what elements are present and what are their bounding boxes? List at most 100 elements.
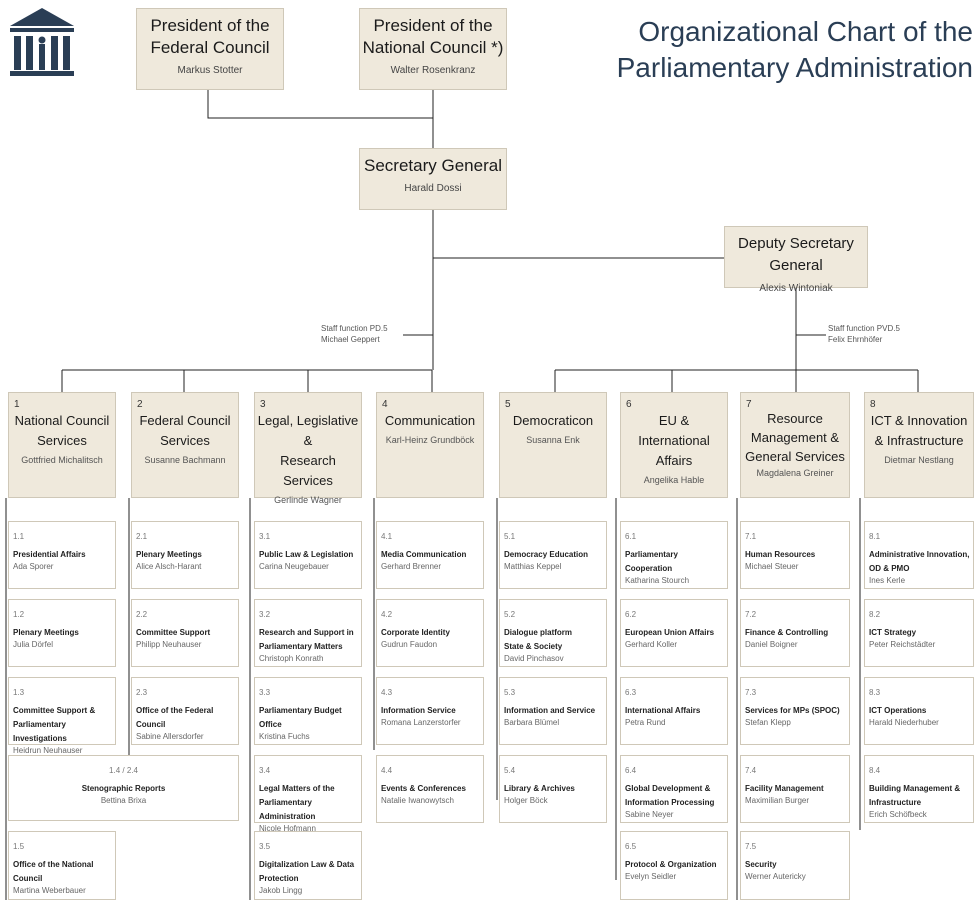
box-person: Markus Stotter [177, 65, 243, 76]
department-box: 7 Resource Management & General Services… [740, 392, 850, 498]
unit-title: Administrative Innovation, OD & PMO [869, 550, 970, 573]
unit-title: Parliamentary Budget Office [259, 706, 342, 729]
unit-head: Christoph Konrath [259, 654, 324, 663]
unit-box: 6.5 Protocol & Organization Evelyn Seidl… [620, 831, 728, 900]
unit-head: Sabine Neyer [625, 810, 674, 819]
department-number: 2 [137, 399, 143, 410]
department-head: Gottfried Michalitsch [21, 455, 103, 465]
unit-number: 6.5 [625, 842, 637, 851]
unit-box: 5.3 Information and Service Barbara Blüm… [499, 677, 607, 745]
unit-head: Stefan Klepp [745, 718, 791, 727]
box-person: Harald Dossi [404, 183, 462, 194]
unit-title: Research and Support in Parliamentary Ma… [259, 628, 354, 651]
department-title: Federal Council Services [139, 413, 231, 448]
unit-number: 4.4 [381, 766, 393, 775]
department-head: Karl-Heinz Grundböck [385, 435, 475, 445]
unit-number: 8.3 [869, 688, 881, 697]
unit-number: 1.1 [13, 532, 25, 541]
unit-number: 4.1 [381, 532, 393, 541]
unit-head: Michael Steuer [745, 562, 799, 571]
unit-head: Gerhard Brenner [381, 562, 442, 571]
unit-title: Digitalization Law & Data Protection [259, 860, 355, 883]
unit-title: Committee Support & Parliamentary Invest… [13, 706, 96, 743]
unit-box: 6.1 Parliamentary Cooperation Katharina … [620, 521, 728, 589]
unit-title: European Union Affairs [625, 628, 715, 637]
unit-box: 3.4 Legal Matters of the Parliamentary A… [254, 755, 362, 833]
unit-number: 6.1 [625, 532, 637, 541]
department-head: Gerlinde Wagner [274, 495, 342, 505]
box-title: President of the National Council *) [362, 16, 504, 57]
unit-box: 6.4 Global Development & Information Pro… [620, 755, 728, 823]
box-person: Alexis Wintoniak [759, 283, 833, 294]
unit-title: Dialogue platform State & Society [504, 628, 573, 651]
department-head: Magdalena Greiner [756, 468, 834, 478]
unit-box: 2.1 Plenary Meetings Alice Alsch-Harant [131, 521, 239, 589]
unit-title: Stenographic Reports [81, 784, 166, 793]
unit-title: International Affairs [625, 706, 701, 715]
unit-box: 3.3 Parliamentary Budget Office Kristina… [254, 677, 362, 745]
box-title: Secretary General [364, 156, 502, 175]
staff-function-pd5: Staff function PD.5 Michael Geppert [319, 322, 390, 346]
unit-number: 5.1 [504, 532, 516, 541]
unit-box: 7.3 Services for MPs (SPOC) Stefan Klepp [740, 677, 850, 745]
unit-number: 2.1 [136, 532, 148, 541]
unit-head: Gudrun Faudon [381, 640, 438, 649]
unit-head: Philipp Neuhauser [136, 640, 202, 649]
president-federal-council-box: President of the Federal Council Markus … [136, 8, 284, 90]
unit-head: Julia Dörfel [13, 640, 54, 649]
department-box: 1 National Council Services Gottfried Mi… [8, 392, 116, 498]
department-number: 4 [382, 399, 388, 410]
unit-number: 6.4 [625, 766, 637, 775]
unit-title: Facility Management [745, 784, 824, 793]
unit-head: Holger Böck [504, 796, 548, 805]
unit-number: 8.4 [869, 766, 881, 775]
unit-number: 5.4 [504, 766, 516, 775]
unit-head: Katharina Stourch [625, 576, 690, 585]
unit-title: Library & Archives [504, 784, 575, 793]
unit-box: 5.1 Democracy Education Matthias Keppel [499, 521, 607, 589]
unit-head: Carina Neugebauer [259, 562, 329, 571]
department-box: 4 Communication Karl-Heinz Grundböck [376, 392, 484, 498]
department-box: 3 Legal, Legislative & Research Services… [254, 392, 362, 505]
unit-title: Events & Conferences [381, 784, 466, 793]
unit-box: 3.2 Research and Support in Parliamentar… [254, 599, 362, 667]
chart-title-line1: Organizational Chart of the [638, 16, 973, 47]
department-box: 2 Federal Council Services Susanne Bachm… [131, 392, 239, 498]
staff-role: Staff function PVD.5 [828, 324, 900, 333]
department-number: 1 [14, 399, 20, 410]
department-number: 8 [870, 399, 876, 410]
unit-title: Public Law & Legislation [259, 550, 354, 559]
unit-number: 7.1 [745, 532, 757, 541]
department-title: Resource Management & General Services [745, 411, 845, 464]
unit-number: 2.2 [136, 610, 148, 619]
unit-title: Office of the Federal Council [136, 706, 214, 729]
department-number: 5 [505, 399, 511, 410]
unit-title: ICT Operations [869, 706, 927, 715]
unit-head: Maximilian Burger [745, 796, 810, 805]
unit-head: Petra Rund [625, 718, 666, 727]
unit-title: Plenary Meetings [13, 628, 79, 637]
unit-head: Gerhard Koller [625, 640, 678, 649]
unit-number: 7.2 [745, 610, 757, 619]
unit-number: 3.5 [259, 842, 271, 851]
box-title: President of the Federal Council [150, 16, 270, 57]
department-head: Angelika Hable [643, 475, 705, 485]
unit-title: Finance & Controlling [745, 628, 829, 637]
unit-box: 7.5 Security Werner Autericky [740, 831, 850, 900]
unit-box: 8.1 Administrative Innovation, OD & PMO … [864, 521, 974, 589]
unit-head: Evelyn Seidler [625, 872, 677, 881]
department-title: Communication [384, 413, 476, 428]
unit-head: Daniel Boigner [745, 640, 798, 649]
unit-number: 4.2 [381, 610, 393, 619]
unit-head: Harald Niederhuber [869, 718, 939, 727]
unit-box: 3.5 Digitalization Law & Data Protection… [254, 831, 362, 900]
unit-title: Human Resources [745, 550, 816, 559]
parliament-columns-icon [10, 8, 74, 76]
unit-title: Presidential Affairs [13, 550, 86, 559]
unit-number: 1.4 / 2.4 [109, 766, 138, 775]
unit-box: 7.4 Facility Management Maximilian Burge… [740, 755, 850, 823]
box-person: Walter Rosenkranz [390, 65, 476, 76]
unit-head: Barbara Blümel [504, 718, 560, 727]
unit-head: Jakob Lingg [259, 886, 303, 895]
unit-box: 3.1 Public Law & Legislation Carina Neug… [254, 521, 362, 589]
